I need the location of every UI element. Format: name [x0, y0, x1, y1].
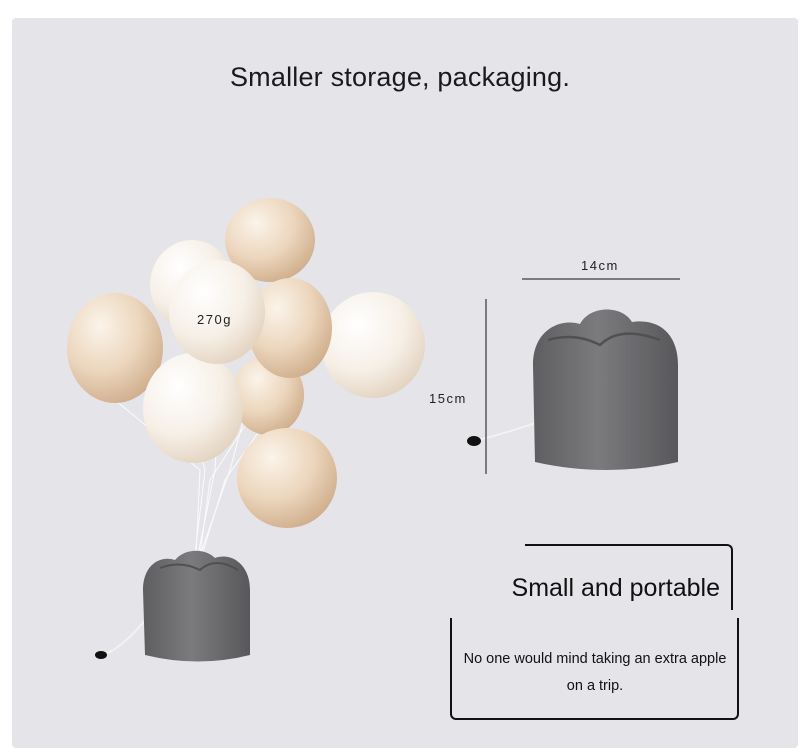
weight-label: 270g [197, 312, 232, 327]
feature-frame-top [525, 544, 733, 610]
width-label: 14cm [581, 258, 619, 273]
large-bag [467, 309, 678, 470]
feature-description: No one would mind taking an extra apple … [463, 651, 727, 694]
feature-frame-bottom [450, 618, 739, 720]
feature-heading: Small and portable [511, 574, 720, 602]
page-title: Smaller storage, packaging. [229, 62, 571, 92]
small-bag [95, 550, 250, 662]
height-label: 15cm [429, 391, 467, 406]
balloons [67, 198, 425, 528]
